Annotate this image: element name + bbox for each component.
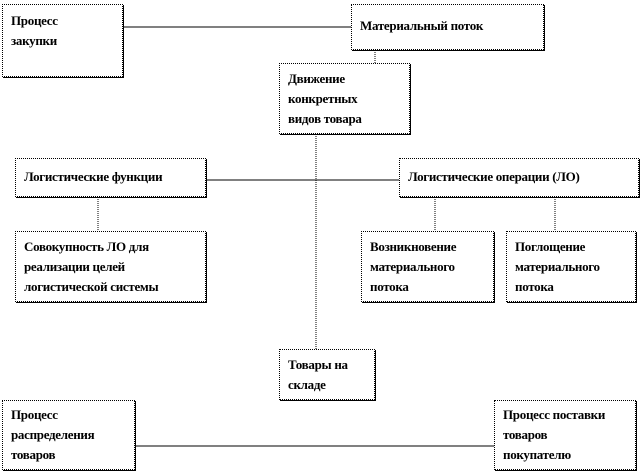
node-purchase: Процесс закупки bbox=[2, 4, 123, 77]
node-delivery: Процесс поставки товаров покупателю bbox=[494, 400, 636, 470]
node-label: Возникновение материального потока bbox=[370, 239, 457, 294]
node-log-operations: Логистические операции (ЛО) bbox=[399, 158, 639, 197]
node-origin: Возникновение материального потока bbox=[361, 231, 494, 302]
node-label: Совокупность ЛО для реализации целей лог… bbox=[24, 239, 159, 294]
node-label: Товары на складе bbox=[288, 357, 348, 392]
node-label: Процесс поставки товаров покупателю bbox=[503, 407, 606, 462]
node-label: Процесс распределения товаров bbox=[11, 407, 95, 462]
node-log-functions: Логистические функции bbox=[15, 158, 206, 197]
node-warehouse: Товары на складе bbox=[279, 349, 375, 400]
node-aggregate: Совокупность ЛО для реализации целей лог… bbox=[15, 231, 206, 302]
node-label: Логистические функции bbox=[24, 169, 163, 184]
node-label: Поглощение материального потока bbox=[515, 239, 600, 294]
node-movement: Движение конкретных видов товара bbox=[279, 63, 410, 134]
node-label: Логистические операции (ЛО) bbox=[408, 169, 580, 184]
node-label: Материальный поток bbox=[360, 18, 484, 33]
node-label: Движение конкретных видов товара bbox=[288, 71, 362, 126]
node-material-flow: Материальный поток bbox=[351, 4, 544, 50]
node-absorption: Поглощение материального потока bbox=[506, 231, 636, 302]
node-label: Процесс закупки bbox=[11, 13, 58, 48]
node-distribution: Процесс распределения товаров bbox=[2, 400, 135, 470]
